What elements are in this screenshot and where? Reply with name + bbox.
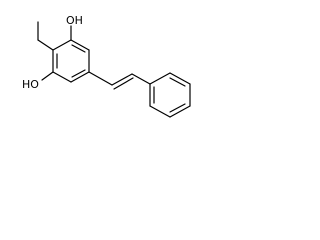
vinyl-double-bond-inner [113, 77, 134, 90]
molecule-canvas: OH HO [0, 0, 207, 150]
structure-diagram: OH HO [22, 14, 191, 118]
phenyl-double-bond-1 [169, 77, 186, 87]
top-hydroxyl-label: OH [66, 14, 83, 27]
phenyl-double-bond-2 [169, 103, 186, 113]
ethyl-bond-1 [37, 39, 54, 51]
ring-bond-c1-c2 [70, 39, 90, 51]
bond-to-bottom-oh [41, 71, 54, 81]
phenyl-bond-5 [149, 105, 171, 118]
resorcinol-ring [52, 39, 90, 83]
bottom-hydroxyl-label: HO [22, 78, 39, 91]
vinyl-bond-1 [88, 71, 113, 86]
vinyl-double-bond-outer [111, 73, 133, 86]
ring-bond-c3-c4 [70, 71, 90, 83]
phenyl-bond-4 [169, 105, 191, 118]
ring-bond-c4-c5 [52, 71, 72, 83]
ring-bond-c6-c1 [52, 39, 72, 51]
phenyl-ring [149, 72, 191, 118]
ring-double-bond-2 [71, 69, 86, 78]
phenyl-bond-1 [149, 72, 171, 85]
vinyl-bond-2 [131, 73, 151, 85]
ring-double-bond-1 [71, 44, 86, 53]
phenyl-bond-2 [169, 72, 191, 85]
